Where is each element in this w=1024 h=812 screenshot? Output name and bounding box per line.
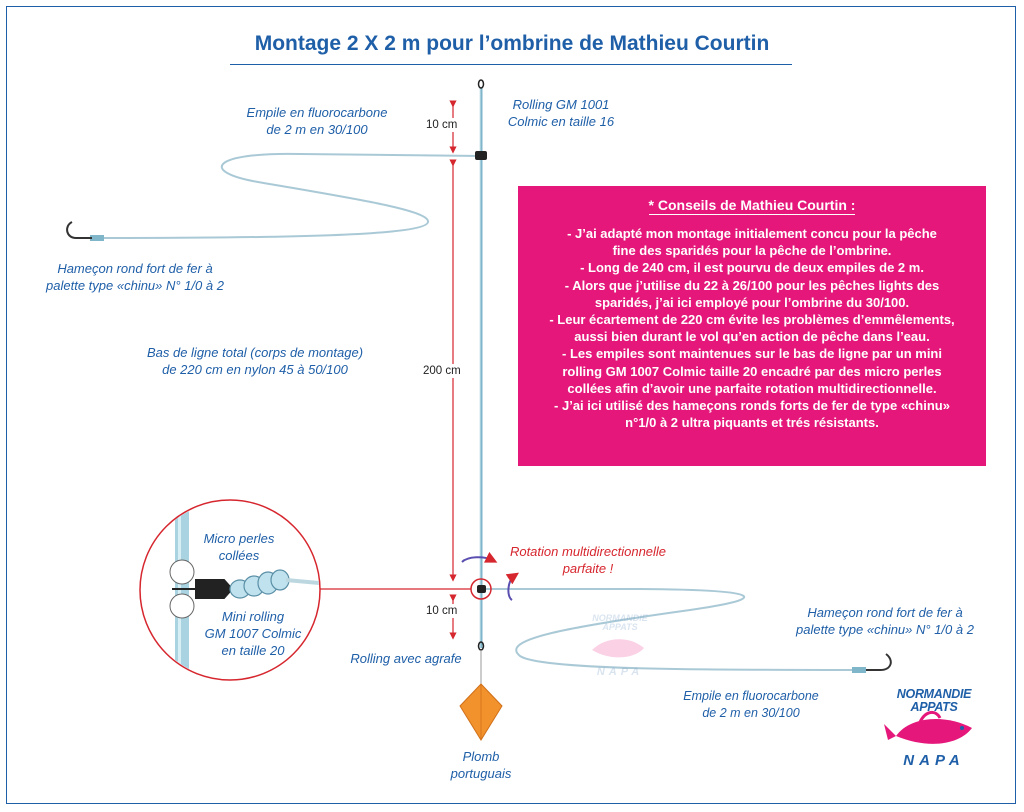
top-hook-label: Hameçon rond fort de fer à palette type … [46,261,224,293]
advice-line: rolling GM 1007 Colmic taille 20 encadré… [562,363,942,379]
upper-hook-icon [66,221,92,239]
page-title: Montage 2 X 2 m pour l’ombrine de Mathie… [254,32,770,55]
upper-rolling-icon [475,151,487,160]
advice-line: n°1/0 à 2 ultra piquants et trés résista… [625,415,879,431]
advice-line: - Alors que j’utilise du 22 à 26/100 pou… [564,277,940,293]
lead-label: Plomb portuguais [450,749,512,781]
dim-label-top: 10 cm [424,118,460,132]
watermark-logo: NORMANDIE APPATS NAPA [582,614,658,680]
micro-bead-lower-icon [169,593,195,619]
top-swivel-icon [477,79,485,89]
dim-label-bottom: 10 cm [424,604,460,618]
advice-box: * Conseils de Mathieu Courtin : - J’ai a… [518,186,986,466]
zoom-snood-line [285,578,319,586]
lead-weight-icon [459,683,503,741]
brand-fish-icon [884,711,972,744]
advice-title: * Conseils de Mathieu Courtin : [648,197,856,215]
lower-hook-knot [852,667,866,673]
rotation-arrow-vertical-icon [505,572,519,601]
advice-line: - Long de 240 cm, il est pourvu de deux … [580,260,924,276]
bottom-snood-label: Empile en fluorocarbone de 2 m en 30/100 [683,689,819,720]
advice-line: aussi bien durant le vol qu’en action de… [574,329,930,345]
advice-line: - J’ai adapté mon montage initialement c… [567,226,937,241]
top-rolling-label: Rolling GM 1001 Colmic en taille 16 [507,97,615,129]
page-frame [6,6,1016,804]
mini-rolling-icon [477,585,486,593]
zoom-knot-icon [229,569,290,599]
lower-hook-icon [866,653,892,671]
zoom-detail [139,499,321,681]
rotation-arrow-icon [461,551,498,563]
upper-snood [95,152,482,239]
snap-rolling-label: Rolling avec agrafe [350,651,462,666]
zoom-swivel-icon [172,579,234,599]
top-snood-label: Empile en fluorocarbone de 2 m en 30/100 [246,105,388,137]
mini-rolling-label: Mini rolling GM 1007 Colmic en taille 20 [204,609,302,658]
main-line-label: Bas de ligne total (corps de montage) de… [146,345,364,377]
advice-line: - Les empiles sont maintenues sur le bas… [562,346,942,362]
dim-label-middle: 200 cm [421,364,463,378]
advice-line: - Leur écartement de 220 cm évite les pr… [549,312,955,328]
micro-bead-upper-icon [169,559,195,585]
advice-line: - J’ai ici utilisé des hameçons ronds fo… [554,398,950,414]
micro-beads-label: Micro perles collées [203,531,275,563]
advice-line: collées afin d’avoir une parfaite rotati… [567,380,937,396]
title-underline [230,64,792,65]
lower-snood [481,588,871,671]
advice-line: sparidés, j’ai ici employé pour l’ombrin… [594,294,910,310]
bottom-hook-label: Hameçon rond fort de fer à palette type … [796,605,974,637]
advice-line: fine des sparidés pour la pêche de l’omb… [612,243,892,259]
rotation-label: Rotation multidirectionnelle parfaite ! [509,544,667,576]
brand-logo: NORMANDIE APPATS NAPA [880,688,988,774]
upper-hook-knot [90,235,104,241]
watermark-fish-icon [592,639,644,658]
